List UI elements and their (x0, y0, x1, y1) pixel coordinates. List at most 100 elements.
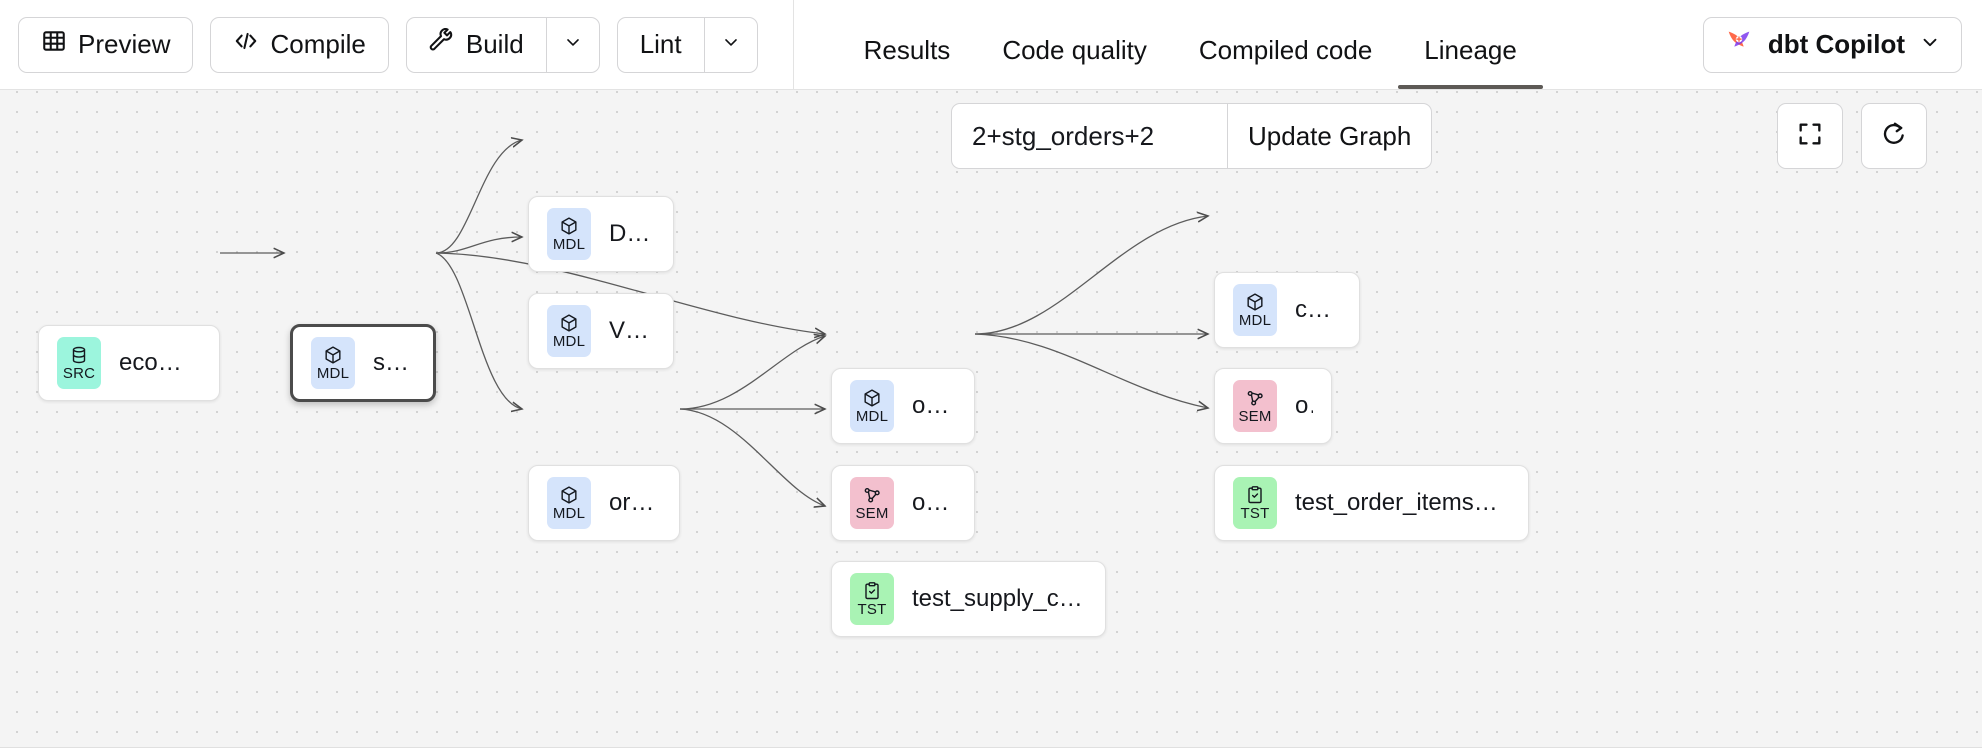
build-dropdown-toggle[interactable] (545, 17, 599, 72)
node-label: ecom.raw_orders (119, 349, 201, 376)
top-toolbar: Preview Compile Build (0, 0, 1982, 90)
node-label: stg_orders (373, 349, 415, 376)
tab-results[interactable]: Results (838, 37, 977, 89)
node-label: test_order_items_compute_to_bools_c… (1295, 489, 1510, 516)
mdl-badge-label: MDL (855, 408, 889, 425)
tst-type-badge: TST (1233, 477, 1277, 529)
cube-icon (559, 485, 579, 505)
node-label: order_item (912, 489, 956, 516)
build-button-label: Build (465, 29, 524, 59)
tst-badge-label: TST (1240, 505, 1270, 522)
node-label: test_supply_costs_sum_correctly (912, 585, 1087, 612)
graph-controls: Update Graph (951, 103, 1433, 169)
lineage-canvas[interactable]: SRC ecom.raw_orders MDL stg_orders MDL (0, 90, 1982, 748)
lint-dropdown-toggle[interactable] (703, 17, 757, 72)
refresh-icon (1880, 120, 1908, 153)
lineage-node-orders-model[interactable]: MDL orders (831, 368, 975, 444)
code-brackets-icon (233, 28, 259, 61)
tab-lineage[interactable]: Lineage (1398, 37, 1543, 89)
tab-lineage-label: Lineage (1424, 35, 1517, 65)
node-label: VE_Demo (609, 317, 655, 344)
cube-icon (559, 313, 579, 333)
lineage-node-ve-demo[interactable]: MDL VE_Demo (528, 293, 674, 369)
tst-badge-label: TST (857, 601, 887, 618)
mdl-badge-label: MDL (1238, 312, 1272, 329)
mdl-type-badge: MDL (547, 208, 591, 260)
dbt-copilot-label: dbt Copilot (1767, 29, 1905, 59)
lineage-node-test-supply-costs[interactable]: TST test_supply_costs_sum_correctly (831, 561, 1106, 637)
tab-compiled-code-label: Compiled code (1198, 35, 1373, 65)
tab-bar: Results Code quality Compiled code Linea… (794, 0, 1543, 89)
node-label: orders (912, 392, 956, 419)
sem-type-badge: SEM (850, 477, 894, 529)
tab-code-quality-label: Code quality (1002, 35, 1147, 65)
node-label: order_items (609, 489, 661, 516)
build-button[interactable]: Build (407, 18, 546, 72)
tst-type-badge: TST (850, 573, 894, 625)
graph-selector-input[interactable] (952, 104, 1227, 168)
semantic-icon (1245, 388, 1265, 408)
compile-button[interactable]: Compile (210, 16, 389, 73)
src-badge-label: SRC (62, 365, 96, 382)
chevron-down-icon (563, 32, 583, 57)
lint-split-button: Lint (616, 16, 758, 73)
mdl-type-badge: MDL (1233, 284, 1277, 336)
compile-button-label: Compile (270, 29, 366, 59)
cube-icon (1245, 292, 1265, 312)
mdl-badge-label: MDL (552, 333, 586, 350)
node-label: orders (1295, 392, 1313, 419)
lineage-node-customers[interactable]: MDL customers (1214, 272, 1360, 348)
node-label: customers (1295, 296, 1341, 323)
dbt-copilot-button[interactable]: dbt Copilot (1702, 16, 1962, 73)
mdl-badge-label: MDL (552, 236, 586, 253)
mdl-badge-label: MDL (316, 365, 350, 382)
lineage-node-stg-orders[interactable]: MDL stg_orders (290, 324, 436, 402)
sem-badge-label: SEM (1238, 408, 1272, 425)
lint-button[interactable]: Lint (618, 18, 704, 72)
dbt-logo-icon (1724, 26, 1754, 63)
tab-compiled-code[interactable]: Compiled code (1173, 37, 1398, 89)
mdl-type-badge: MDL (547, 477, 591, 529)
lineage-node-order-items[interactable]: MDL order_items (528, 465, 680, 541)
sem-type-badge: SEM (1233, 380, 1277, 432)
graph-selector-group: Update Graph (951, 103, 1433, 169)
table-icon (41, 28, 67, 61)
node-label: Demo (609, 220, 655, 247)
lineage-node-orders-semantic[interactable]: SEM orders (1214, 368, 1332, 444)
cube-icon (862, 388, 882, 408)
chevron-down-icon (1919, 29, 1941, 60)
copilot-container: dbt Copilot (1702, 16, 1962, 73)
lineage-edges (220, 90, 1982, 748)
clipboard-check-icon (862, 581, 882, 601)
cube-icon (559, 216, 579, 236)
cube-icon (323, 345, 343, 365)
mdl-badge-label: MDL (552, 505, 586, 522)
graph-view-controls (1777, 103, 1927, 169)
database-icon (69, 345, 89, 365)
toolbar-divider (792, 0, 794, 90)
lineage-node-order-item-semantic[interactable]: SEM order_item (831, 465, 975, 541)
preview-button[interactable]: Preview (18, 16, 194, 73)
tab-code-quality[interactable]: Code quality (976, 37, 1173, 89)
update-graph-label: Update Graph (1248, 120, 1412, 151)
src-type-badge: SRC (57, 337, 101, 389)
lineage-node-test-order-items[interactable]: TST test_order_items_compute_to_bools_c… (1214, 465, 1529, 541)
mdl-type-badge: MDL (311, 337, 355, 389)
lineage-node-raw-orders[interactable]: SRC ecom.raw_orders (38, 325, 220, 401)
wrench-icon (429, 28, 455, 61)
refresh-button[interactable] (1861, 103, 1927, 169)
mdl-type-badge: MDL (850, 380, 894, 432)
lineage-node-demo[interactable]: MDL Demo (528, 196, 674, 272)
sem-badge-label: SEM (855, 505, 889, 522)
clipboard-check-icon (1245, 485, 1265, 505)
tab-results-label: Results (863, 35, 951, 65)
update-graph-button[interactable]: Update Graph (1227, 104, 1431, 168)
lint-button-label: Lint (639, 29, 682, 59)
fullscreen-button[interactable] (1777, 103, 1843, 169)
chevron-down-icon (721, 32, 741, 57)
semantic-icon (862, 485, 882, 505)
preview-button-label: Preview (78, 29, 171, 59)
mdl-type-badge: MDL (547, 305, 591, 357)
fullscreen-icon (1796, 120, 1824, 153)
build-split-button: Build (405, 16, 600, 73)
